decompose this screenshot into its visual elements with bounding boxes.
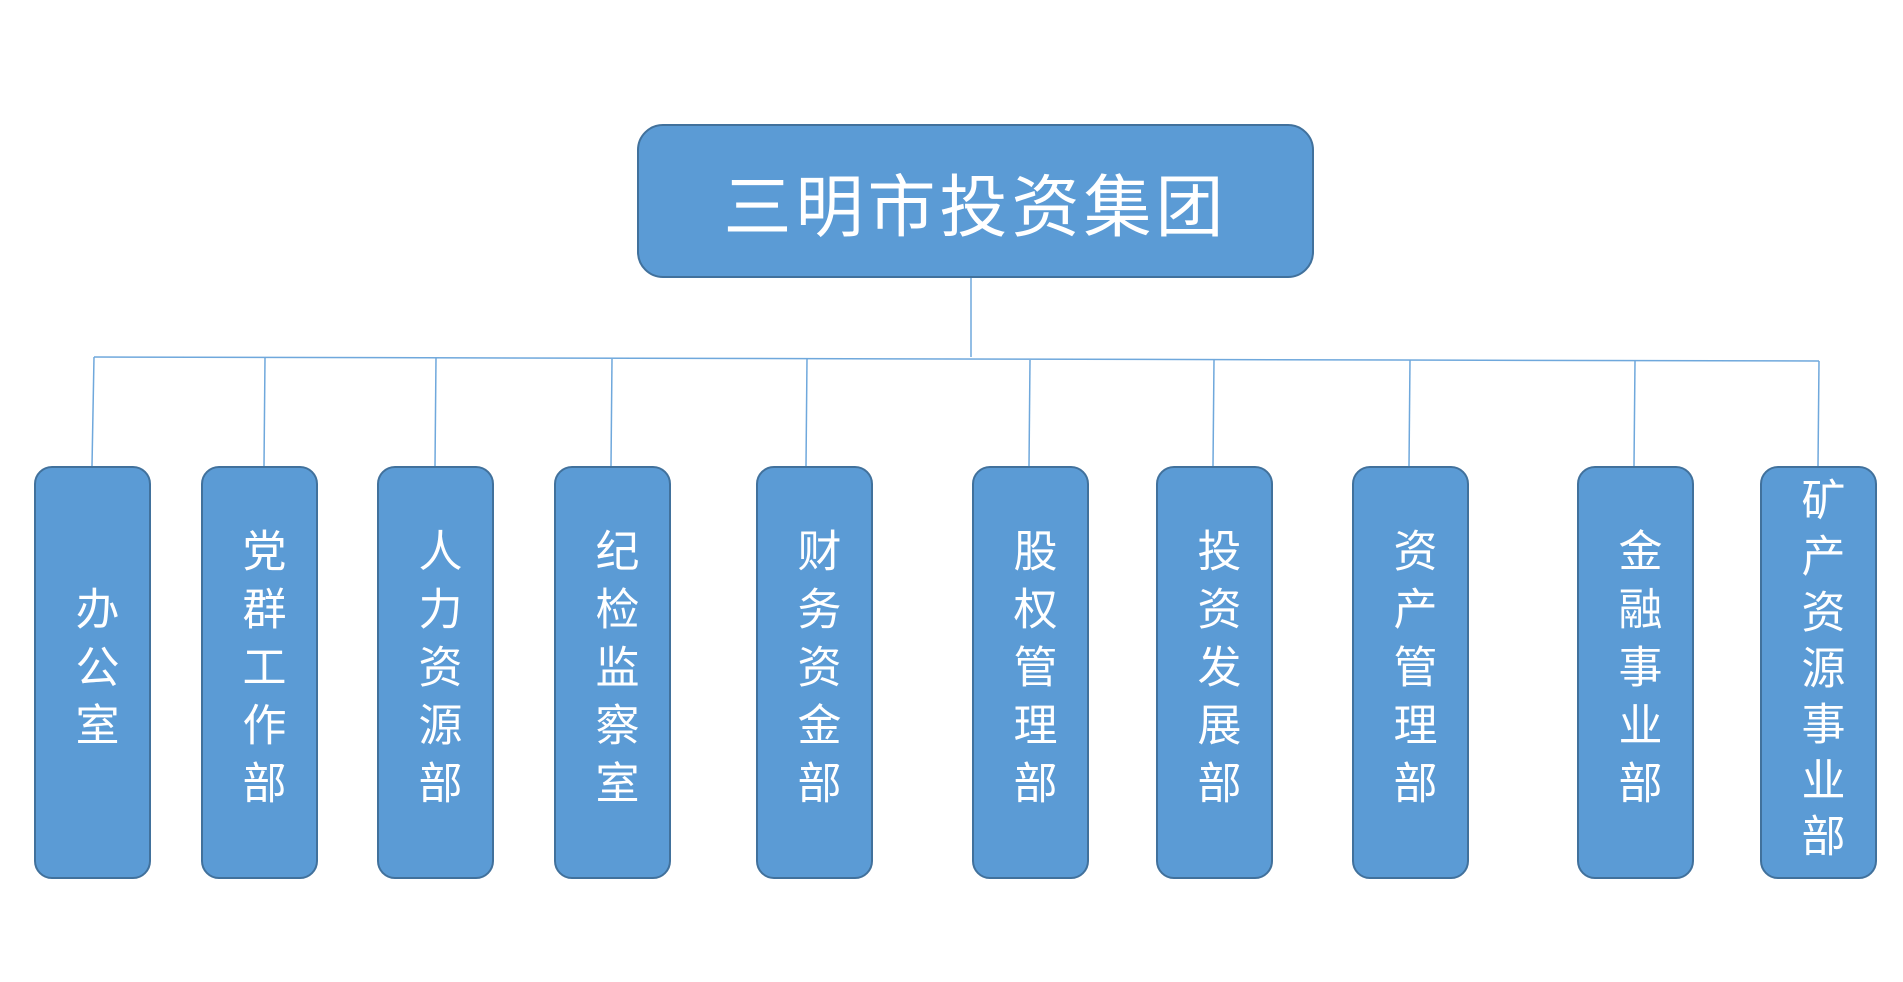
root-title: 三明市投资集团: [723, 168, 1228, 248]
root-node: 三明市投资集团: [637, 124, 1314, 278]
dept-node-discipline-inspection: 纪检监察室: [554, 466, 671, 879]
dept-label: 人力资源部: [410, 527, 462, 818]
dept-node-finance: 财务资金部: [756, 466, 873, 879]
dept-node-finance-business: 金融事业部: [1577, 466, 1694, 879]
dept-node-party-affairs: 党群工作部: [201, 466, 318, 879]
dept-label: 投资发展部: [1189, 527, 1241, 818]
dept-node-investment-development: 投资发展部: [1156, 466, 1273, 879]
dept-label: 纪检监察室: [587, 527, 639, 818]
dept-node-office: 办公室: [34, 466, 151, 879]
dept-label: 财务资金部: [789, 527, 841, 818]
dept-label: 资产管理部: [1385, 527, 1437, 818]
dept-connector: [1212, 359, 1215, 467]
dept-node-equity-management: 股权管理部: [972, 466, 1089, 879]
dept-connector: [263, 357, 266, 467]
dept-node-mineral-resources: 矿产资源事业部: [1760, 466, 1877, 879]
dept-connector: [1633, 360, 1636, 467]
dept-label: 矿产资源事业部: [1793, 476, 1845, 869]
dept-connector: [1408, 359, 1411, 467]
dept-connector: [610, 358, 613, 467]
dept-connector: [805, 358, 808, 467]
dept-label: 办公室: [67, 585, 119, 760]
dept-label: 股权管理部: [1005, 527, 1057, 818]
dept-label: 金融事业部: [1610, 527, 1662, 818]
dept-label: 党群工作部: [234, 527, 286, 818]
dept-connector: [1817, 360, 1820, 467]
dept-connector: [434, 357, 437, 467]
dept-connector: [91, 356, 95, 467]
dept-node-human-resources: 人力资源部: [377, 466, 494, 879]
horizontal-bus: [93, 356, 1820, 362]
dept-node-asset-management: 资产管理部: [1352, 466, 1469, 879]
dept-connector: [1028, 359, 1031, 467]
